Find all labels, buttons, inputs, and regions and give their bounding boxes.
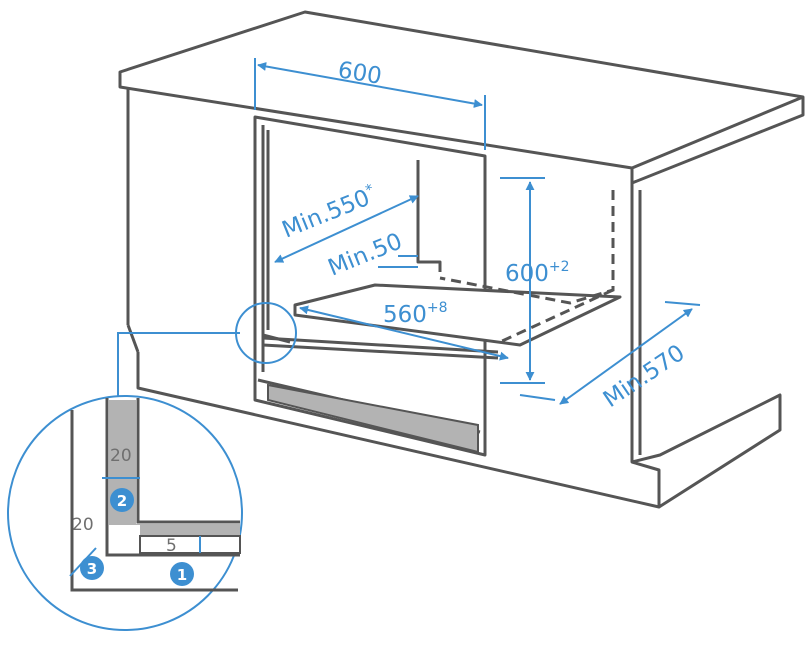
- cabinet-front: [126, 88, 661, 509]
- hidden-edges: [439, 190, 615, 344]
- badge-2: 2: [110, 488, 134, 512]
- svg-text:3: 3: [87, 560, 97, 578]
- detail-dim-20-side: 20: [72, 515, 94, 535]
- dim-height-600: 600+2: [505, 259, 570, 287]
- detail-dim-20-top: 20: [110, 446, 132, 466]
- detail-callout: 20 20 5 1 2 3: [7, 302, 297, 631]
- dim-min-50: Min.50: [325, 228, 406, 281]
- detail-marker-circle: [235, 302, 297, 364]
- dimension-lines: [254, 58, 701, 405]
- svg-text:2: 2: [117, 492, 127, 510]
- dim-min-550: Min.550*: [278, 181, 380, 243]
- badge-1: 1: [170, 562, 194, 586]
- cabinet-side: [631, 393, 782, 509]
- oven-shelf: [293, 283, 622, 347]
- ventilation-slot: [267, 383, 479, 454]
- badge-3: 3: [80, 556, 104, 580]
- detail-dim-5: 5: [166, 536, 177, 556]
- worktop: [118, 10, 805, 185]
- svg-text:1: 1: [177, 566, 187, 584]
- dim-width-560: 560+8: [383, 300, 448, 328]
- dim-min-570: Min.570: [599, 340, 690, 413]
